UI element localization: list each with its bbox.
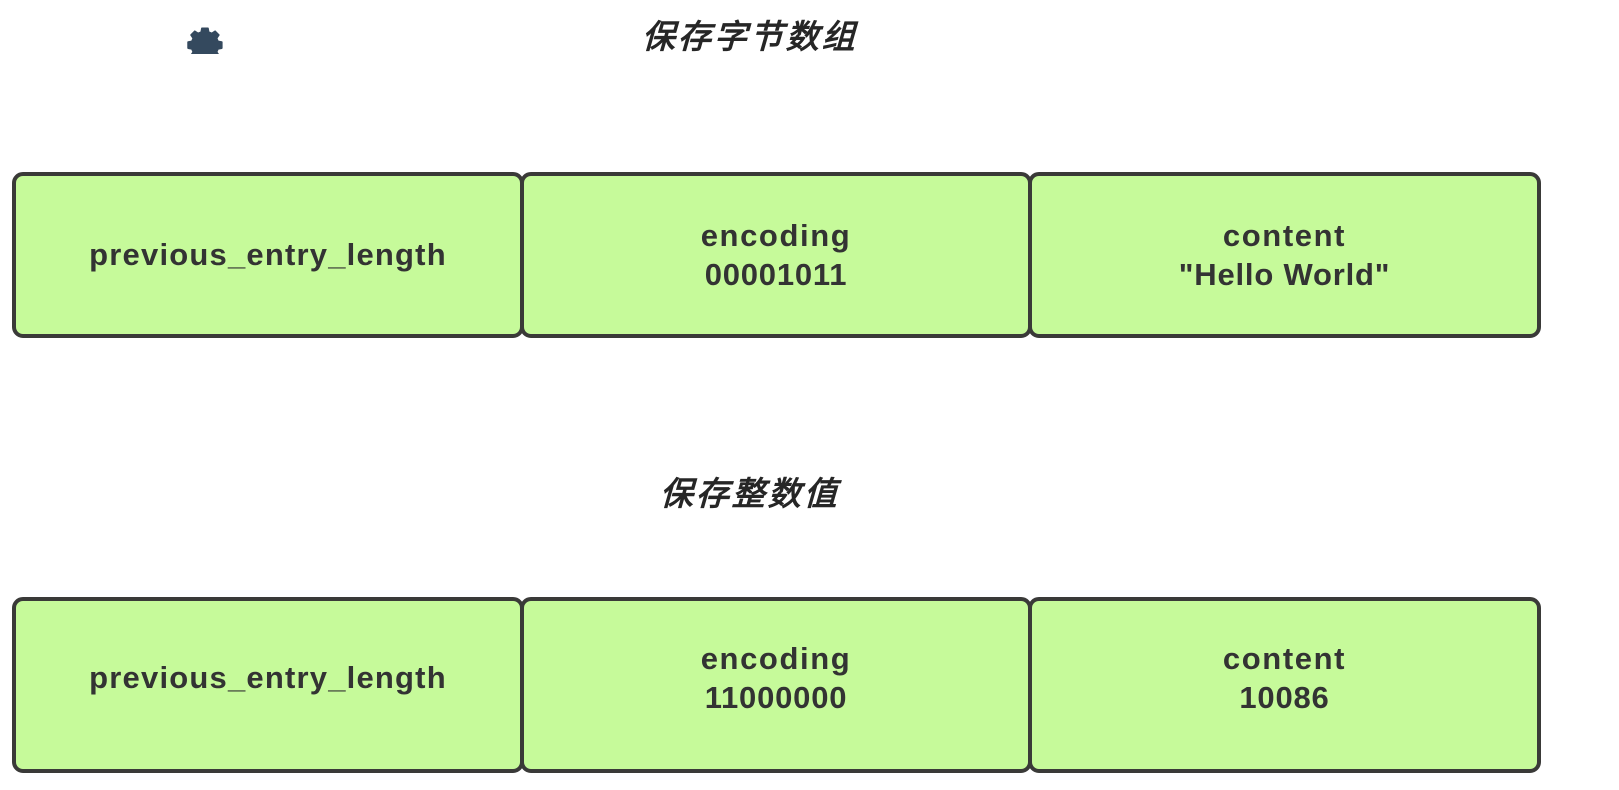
section-title-byte-array: 保存字节数组: [641, 17, 859, 56]
cell-previous-entry-length: previous_entry_length: [12, 172, 524, 338]
section-title-integer-value: 保存整数值: [659, 474, 841, 513]
gear-icon: [187, 27, 223, 54]
cell-value: "Hello World": [1178, 257, 1391, 292]
cell-label: previous_entry_length: [89, 660, 447, 696]
entry-row-integer-value: previous_entry_length encoding 11000000 …: [12, 597, 1541, 773]
cell-previous-entry-length: previous_entry_length: [12, 597, 524, 773]
cell-value: 10086: [1239, 680, 1330, 715]
cell-label: previous_entry_length: [89, 237, 447, 273]
cell-label: encoding: [700, 640, 852, 676]
cell-content: content "Hello World": [1028, 172, 1541, 338]
cell-label: content: [1222, 217, 1347, 253]
cell-encoding: encoding 11000000: [520, 597, 1032, 773]
cell-label: encoding: [700, 217, 852, 253]
cell-value: 11000000: [704, 680, 848, 715]
cell-value: 00001011: [704, 257, 848, 292]
cell-encoding: encoding 00001011: [520, 172, 1032, 338]
cell-content: content 10086: [1028, 597, 1541, 773]
cell-label: content: [1222, 640, 1347, 676]
entry-row-byte-array: previous_entry_length encoding 00001011 …: [12, 172, 1541, 338]
